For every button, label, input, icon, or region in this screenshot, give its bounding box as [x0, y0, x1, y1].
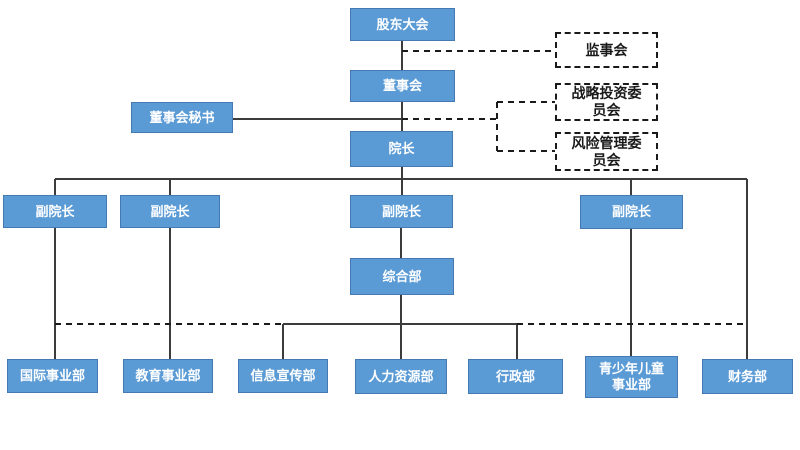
- node-human-resources-department: 人力资源部: [355, 359, 447, 394]
- node-international-division: 国际事业部: [7, 359, 98, 393]
- node-president: 院长: [350, 131, 453, 167]
- node-administration-department: 行政部: [468, 359, 563, 394]
- node-strategic-investment-committee: 战略投资委 员会: [555, 83, 658, 121]
- node-vice-president-4: 副院长: [580, 195, 683, 229]
- node-risk-management-committee: 风险管理委 员会: [555, 132, 658, 171]
- node-information-publicity-department: 信息宣传部: [238, 359, 328, 393]
- node-vice-president-2: 副院长: [120, 195, 220, 228]
- node-supervisory-board: 监事会: [555, 32, 658, 68]
- node-board-secretary: 董事会秘书: [131, 102, 233, 133]
- node-vice-president-3: 副院长: [350, 195, 453, 228]
- node-shareholders-meeting: 股东大会: [350, 8, 455, 41]
- node-youth-children-division: 青少年儿童 事业部: [585, 356, 678, 398]
- node-board-of-directors: 董事会: [350, 70, 455, 102]
- node-general-department: 综合部: [350, 258, 454, 295]
- node-finance-department: 财务部: [702, 359, 793, 394]
- node-vice-president-1: 副院长: [3, 195, 107, 228]
- node-education-division: 教育事业部: [123, 359, 213, 393]
